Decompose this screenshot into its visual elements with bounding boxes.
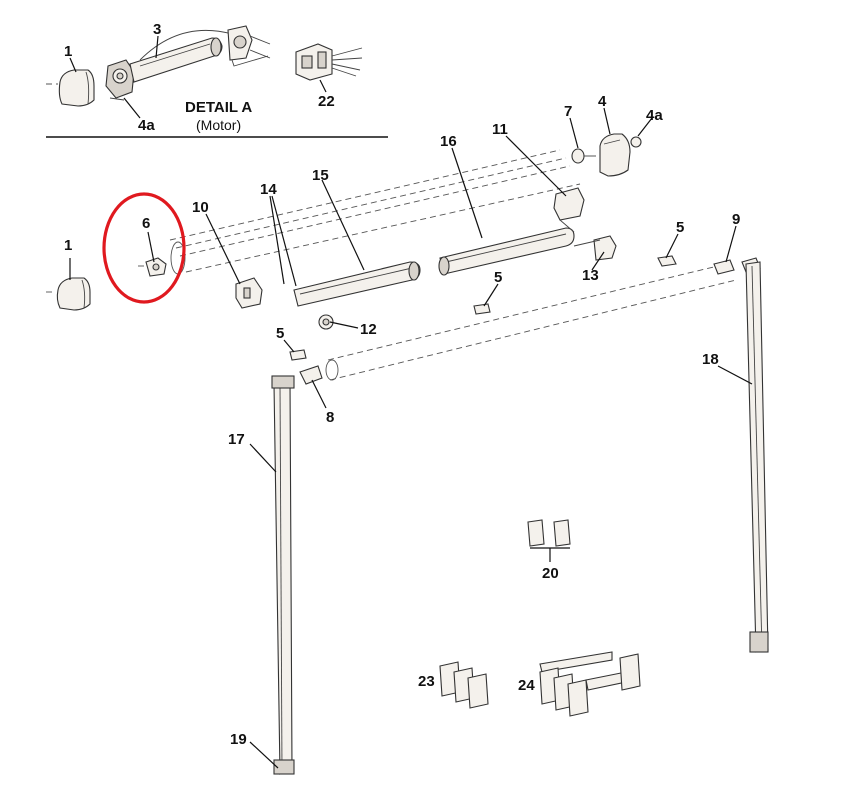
- support-arm-18: [745, 261, 769, 653]
- detail-motor-bracket: [105, 59, 135, 101]
- support-arm-17: [271, 375, 295, 775]
- screw-5-mid: [473, 303, 491, 315]
- screw-5-right: [657, 255, 677, 267]
- callout-4a: 4a: [646, 107, 663, 124]
- detail-a-group: [46, 25, 388, 138]
- callout-4a-detail: 4a: [138, 117, 155, 134]
- lead-rail: [325, 263, 737, 381]
- callout-19: 19: [230, 731, 247, 748]
- callout-5-right: 5: [676, 219, 684, 236]
- roller-tube: [169, 149, 581, 275]
- knob-12: [318, 314, 334, 330]
- callout-23: 23: [418, 673, 435, 690]
- bracket-11: [553, 187, 585, 233]
- brackets-23: [439, 661, 489, 709]
- highlight-circle: [102, 192, 186, 304]
- callout-1: 1: [64, 237, 72, 254]
- bracket-13: [573, 235, 617, 261]
- callout-1-detail: 1: [64, 43, 72, 60]
- callout-4: 4: [598, 93, 607, 110]
- callout-5-mid: 5: [494, 269, 502, 286]
- callout-16: 16: [440, 133, 457, 150]
- brackets-24: [539, 651, 641, 717]
- callout-18: 18: [702, 351, 719, 368]
- callout-7: 7: [564, 103, 572, 120]
- end-cap-left: [46, 277, 91, 311]
- callout-20: 20: [542, 565, 559, 582]
- callout-11: 11: [492, 121, 508, 138]
- rafter-arm-left: [293, 261, 421, 307]
- rafter-arm-right: [438, 227, 575, 276]
- callout-5-left: 5: [276, 325, 284, 342]
- detail-title: DETAIL A: [185, 99, 252, 116]
- callout-13: 13: [582, 267, 599, 284]
- corner-bracket-8: [299, 365, 323, 385]
- motor-part-4a: [630, 136, 642, 148]
- detail-wire: [139, 29, 233, 61]
- detail-end-cap: [46, 69, 95, 107]
- callout-15: 15: [312, 167, 329, 184]
- callout-22: 22: [318, 93, 335, 110]
- callout-24: 24: [518, 677, 535, 694]
- callout-10: 10: [192, 199, 209, 216]
- bracket-10: [235, 277, 263, 309]
- leader-lines: [69, 35, 753, 769]
- detail-subtitle: (Motor): [196, 117, 241, 133]
- detail-switch: [295, 43, 363, 81]
- callout-14: 14: [260, 181, 277, 198]
- motor-part-7: [571, 148, 596, 164]
- callout-17: 17: [228, 431, 245, 448]
- callout-9: 9: [732, 211, 740, 228]
- detail-motor-tube: [129, 37, 223, 83]
- callout-12: 12: [360, 321, 377, 338]
- callout-3: 3: [153, 21, 161, 38]
- motor-cover-4: [599, 133, 631, 177]
- hardware-20: [527, 519, 571, 562]
- end-plug-6: [138, 257, 167, 277]
- callout-8: 8: [326, 409, 334, 426]
- screw-5-left: [289, 349, 307, 361]
- detail-motor-head: [227, 25, 271, 67]
- callout-6: 6: [142, 215, 150, 232]
